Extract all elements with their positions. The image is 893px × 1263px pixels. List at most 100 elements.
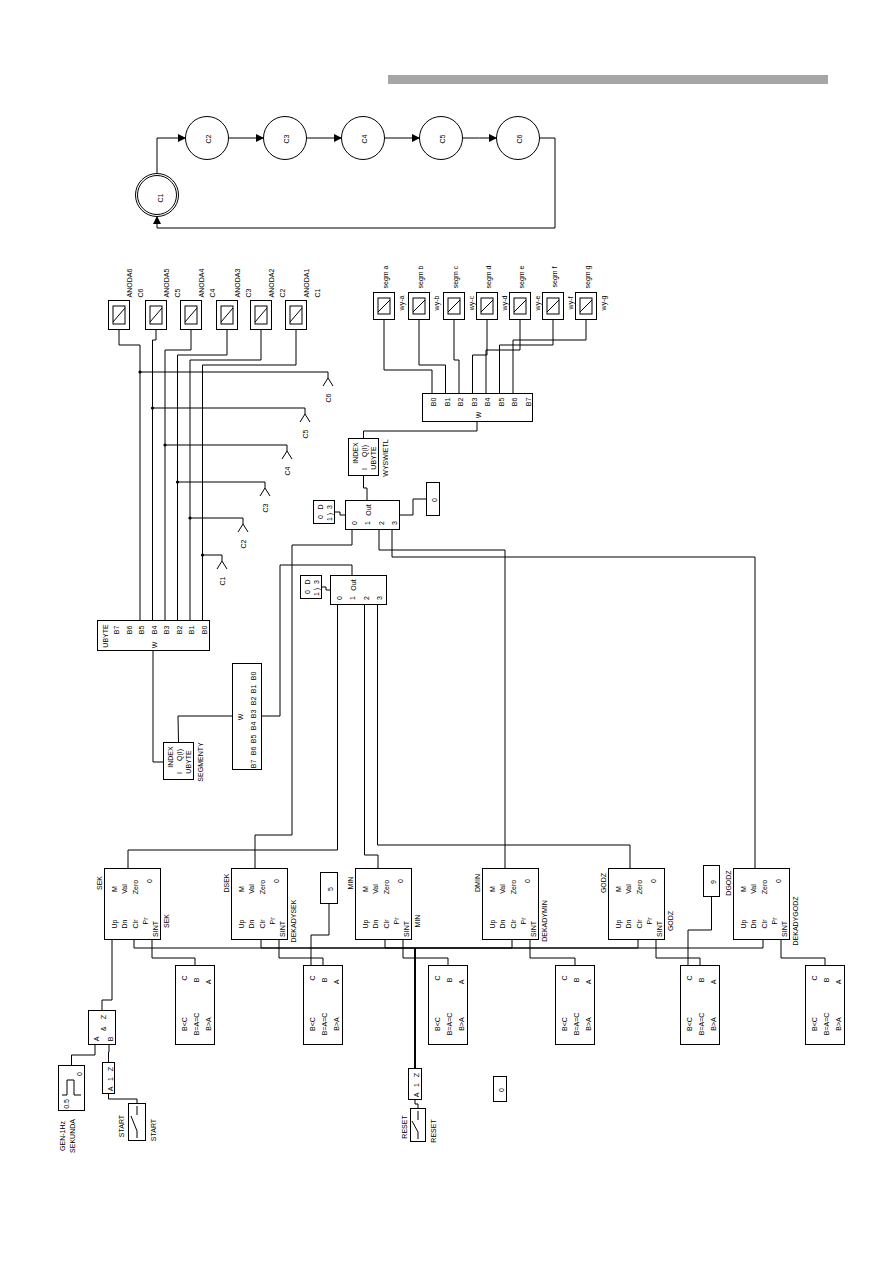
- output-coil: segm gwy-g: [575, 292, 597, 320]
- pin-label: B6: [511, 398, 518, 407]
- pin-label: 0: [397, 879, 404, 883]
- tag-wire: [178, 482, 271, 496]
- pin-label: 2: [377, 521, 384, 525]
- pin-label: A: [413, 1093, 420, 1098]
- pin-label: 2: [362, 596, 369, 600]
- block-symbol: [285, 300, 307, 330]
- pin-label: Clr: [383, 920, 390, 929]
- block-label: START: [150, 1119, 157, 1141]
- output-coil: segm fwy-f: [542, 292, 564, 320]
- pin-label: Zero: [132, 880, 139, 894]
- pin-label: UBYTE: [185, 750, 192, 773]
- block-label: wy-c: [468, 296, 475, 310]
- block-label: MIN: [347, 877, 354, 890]
- pin-label: B5: [497, 398, 504, 407]
- comparator-block: CB<CB=A=CBB>AA: [175, 965, 215, 1045]
- output-coil: segm dwy-d: [476, 292, 498, 320]
- block-label: wy-d: [501, 296, 508, 311]
- block-label: GEN-1Hz: [59, 1121, 66, 1151]
- pin-label: Pr: [269, 918, 276, 925]
- pin-label: 3: [313, 580, 320, 584]
- block-label: GODZ: [667, 911, 674, 931]
- block-label: C3: [245, 289, 252, 298]
- logic-gate: A1Z: [102, 1062, 115, 1094]
- signal-wire: [415, 940, 512, 1068]
- pin-label: B<C: [309, 1017, 316, 1031]
- pin-label: Dn: [248, 920, 255, 929]
- block-label: SEGMENTY: [197, 742, 204, 781]
- pin-label: Dn: [499, 920, 506, 929]
- pin-label: B>A: [835, 1017, 842, 1030]
- pin-label: Clr: [761, 920, 768, 929]
- pin-label: 0.5: [63, 1099, 70, 1109]
- pin-label: B2: [175, 626, 182, 635]
- block-symbol: [180, 300, 202, 330]
- signal-wire: [473, 320, 488, 393]
- pin-label: B2: [457, 398, 464, 407]
- pin-label: B<C: [181, 1017, 188, 1031]
- block-label: C4: [209, 289, 216, 298]
- pin-label: B3: [250, 709, 257, 718]
- pin-label: W: [237, 714, 244, 721]
- pin-label: 0: [498, 1088, 505, 1092]
- pin-label: 1: [348, 596, 355, 600]
- signal-tag-label: C4: [284, 467, 291, 476]
- constant-box: 0: [493, 1076, 507, 1102]
- counter-block: DGODZUpMDnClrPrValZero0SINTDEKADYGODZ: [733, 868, 790, 940]
- block-label: DEKADYGODZ: [792, 896, 799, 945]
- pin-label: Dn: [750, 920, 757, 929]
- signal-wire: [378, 605, 631, 868]
- block-symbol: [373, 292, 395, 320]
- pin-label: B<C: [811, 1017, 818, 1031]
- pin-label: 0: [650, 879, 657, 883]
- pin-label: C: [561, 975, 568, 980]
- pin-label: 1 ): [326, 513, 333, 521]
- pin-label: Up: [362, 920, 369, 929]
- signal-wire: [365, 605, 379, 868]
- pin-label: M: [238, 886, 245, 892]
- pin-label: 5: [327, 887, 334, 891]
- pin-label: D: [317, 504, 324, 509]
- pin-label: 0: [775, 879, 782, 883]
- pin-label: Zero: [636, 880, 643, 894]
- output-coil: segm bwy-b: [408, 292, 430, 320]
- constant-box: 9: [703, 865, 720, 897]
- constant-box: 0: [426, 482, 440, 516]
- pin-label: UBYTE: [102, 624, 109, 647]
- signal-wire: [134, 940, 415, 1068]
- output-coil: ANODA4C4: [180, 300, 202, 330]
- pin-label: C: [686, 975, 693, 980]
- signal-wire: [153, 330, 157, 620]
- block-label: ANODA3: [234, 269, 241, 298]
- pin-label: M: [362, 886, 369, 892]
- signal-wire: [415, 1100, 418, 1108]
- block-label: ANODA1: [303, 269, 310, 298]
- comparator-block: CB<CB=A=CBB>AA: [805, 965, 845, 1045]
- output-coil: ANODA6C6: [108, 300, 130, 330]
- pin-label: B: [823, 978, 830, 983]
- pin-label: B7: [113, 626, 120, 635]
- pin-label: B4: [150, 626, 157, 635]
- block-label: C2: [279, 289, 286, 298]
- signal-wire: [403, 940, 448, 965]
- pin-label: 0: [524, 879, 531, 883]
- block-symbol: [509, 292, 531, 320]
- logic-gate: A&ZB: [88, 1010, 116, 1045]
- pin-label: B>A: [205, 1017, 212, 1030]
- pin-label: C2: [205, 135, 212, 144]
- pin-label: B: [321, 978, 328, 983]
- pin-label: 0: [273, 879, 280, 883]
- pin-label: 9: [709, 880, 716, 884]
- switch-block: STARTSTART: [128, 1103, 146, 1141]
- pin-label: Q(I): [176, 749, 183, 761]
- block-symbol: [108, 300, 130, 330]
- initial-state-circle: C1: [135, 173, 179, 217]
- signal-wire: [392, 530, 755, 868]
- function-block: UBYTEB7B6B5B4B3B2B1B0W: [97, 620, 210, 651]
- signal-tag-label: C6: [325, 394, 332, 403]
- pin-label: INDEX: [167, 746, 174, 767]
- block-label: segm b: [417, 266, 424, 289]
- function-block: 0D1 )3: [300, 575, 322, 599]
- pin-label: B0: [250, 672, 257, 681]
- pin-label: B: [446, 978, 453, 983]
